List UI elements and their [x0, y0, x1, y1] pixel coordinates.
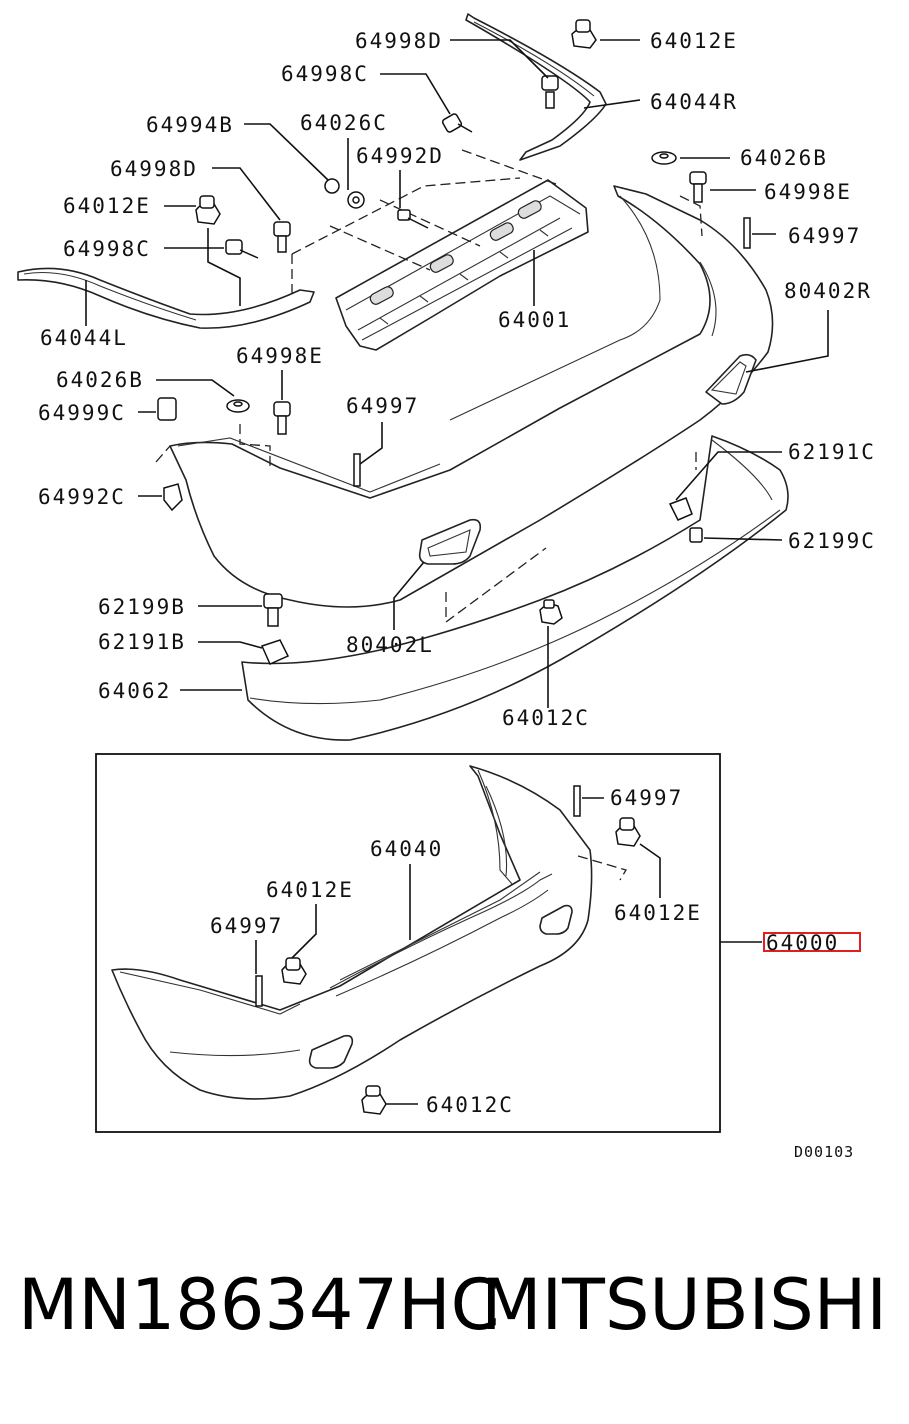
- fastener-64997-box-left: [255, 940, 263, 1007]
- lower-valance-64062: [241, 435, 789, 741]
- label-64012E-box-left: 64012E: [266, 878, 354, 902]
- label-64001: 64001: [498, 308, 571, 332]
- label-62199B: 62199B: [98, 595, 186, 619]
- fastener-64998C-left: [164, 239, 259, 259]
- fastener-64026C: [347, 138, 365, 209]
- fastener-64998E-mid: [273, 370, 291, 435]
- side-rail-left: [17, 267, 315, 329]
- label-64992D: 64992D: [356, 144, 444, 168]
- fastener-64999C: [138, 397, 177, 421]
- label-64999C: 64999C: [38, 401, 126, 425]
- fastener-62199B: [198, 593, 283, 627]
- diagram-code: D00103: [794, 1143, 854, 1161]
- label-62199C: 62199C: [788, 529, 876, 553]
- label-80402R: 80402R: [784, 279, 872, 303]
- side-rail-right: [465, 13, 607, 161]
- fastener-64997-mid: [353, 422, 383, 487]
- highlight-64000: [763, 932, 861, 952]
- fastener-64012E-left: [164, 195, 241, 306]
- label-64998C-top: 64998C: [281, 62, 369, 86]
- fastener-64997-right: [743, 217, 776, 249]
- fastener-64012C-mid: [539, 599, 563, 708]
- fastener-64026B-right: [651, 151, 730, 165]
- label-64026B-right: 64026B: [740, 146, 828, 170]
- fastener-64012E-top: [571, 19, 640, 49]
- label-64998D-left: 64998D: [110, 157, 198, 181]
- label-62191C: 62191C: [788, 440, 876, 464]
- label-64998E-right: 64998E: [764, 180, 852, 204]
- label-64000: 64000: [766, 931, 839, 955]
- label-64040: 64040: [370, 837, 443, 861]
- fastener-64012E-box-left: [281, 904, 317, 985]
- bumper-support-64001: [335, 179, 589, 351]
- bumper-assembly-64000: [111, 765, 593, 1100]
- alignment-dashes-upper: [291, 149, 557, 296]
- label-64998C-left: 64998C: [63, 237, 151, 261]
- label-64062: 64062: [98, 679, 171, 703]
- fastener-62191C: [668, 451, 782, 521]
- leader-64044R: [583, 99, 641, 109]
- label-64012E-box-right: 64012E: [614, 901, 702, 925]
- label-64997-box-left: 64997: [210, 914, 283, 938]
- leader-80402L: [393, 561, 425, 630]
- alignment-dashes-lower: [155, 195, 703, 624]
- label-64012C-mid: 64012C: [502, 706, 590, 730]
- leader-80402R: [745, 310, 829, 373]
- label-64997-box-top: 64997: [610, 786, 683, 810]
- fastener-64992D: [397, 170, 429, 229]
- label-64997-right: 64997: [788, 224, 861, 248]
- fastener-64026B-left: [156, 379, 250, 413]
- assembly-box: [95, 753, 721, 1133]
- label-62191B: 62191B: [98, 630, 186, 654]
- label-64026C: 64026C: [300, 111, 388, 135]
- label-64012E-left: 64012E: [63, 194, 151, 218]
- label-64012C-box: 64012C: [426, 1093, 514, 1117]
- fastener-64997-box-top: [573, 785, 604, 817]
- fastener-62191B: [198, 639, 290, 665]
- fastener-64998E-right: [689, 171, 756, 203]
- fastener-64012C-box: [361, 1085, 418, 1115]
- label-64026B-left: 64026B: [56, 368, 144, 392]
- fastener-64998C-top: [380, 73, 473, 133]
- fastener-64992C: [138, 483, 183, 512]
- label-80402L: 80402L: [346, 633, 434, 657]
- brand-name: MITSUBISHI: [481, 1264, 887, 1346]
- part-number: MN186347HC: [18, 1264, 500, 1346]
- label-64998D-top: 64998D: [355, 29, 443, 53]
- fastener-64998D-top: [450, 39, 559, 109]
- fastener-62199C: [689, 527, 783, 543]
- fastener-64998D-left: [212, 167, 291, 253]
- label-64044R: 64044R: [650, 90, 738, 114]
- footer: MN186347HC MITSUBISHI: [0, 1270, 909, 1380]
- label-64992C: 64992C: [38, 485, 126, 509]
- fastener-64012E-box-right: [577, 817, 661, 898]
- label-64998E-mid: 64998E: [236, 344, 324, 368]
- label-64012E-top: 64012E: [650, 29, 738, 53]
- bumper-cover-upper: [169, 185, 774, 608]
- label-64044L: 64044L: [40, 326, 128, 350]
- label-64997-mid: 64997: [346, 394, 419, 418]
- label-64994B: 64994B: [146, 113, 234, 137]
- fastener-64994B: [244, 123, 340, 194]
